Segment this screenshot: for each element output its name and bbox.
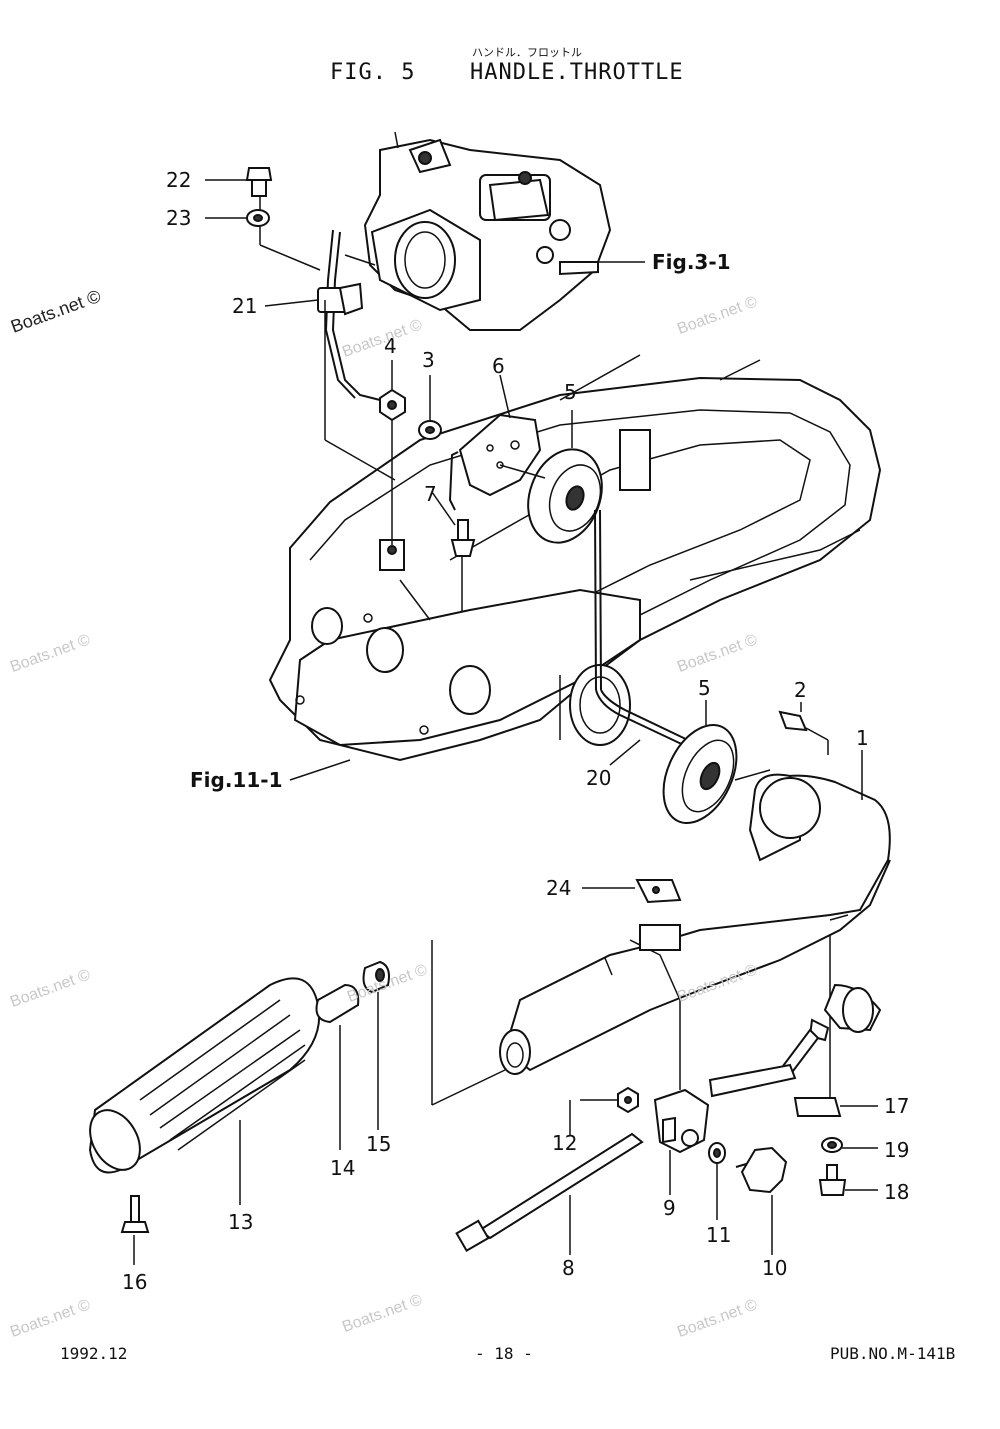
callout-2: 2 [794,678,807,702]
plate-24-drawing [635,879,682,904]
collar-7-drawing [450,519,476,612]
callout-19: 19 [884,1138,910,1162]
callout-22: 22 [166,168,192,192]
callout-3: 3 [422,348,435,372]
throttle-grip-13-drawing [88,977,321,1174]
screw-18-drawing [818,1164,847,1196]
callout-4: 4 [384,334,397,358]
callout-6: 6 [492,354,505,378]
callout-20: 20 [586,766,612,790]
carburetor-drawing [344,131,612,331]
title-japanese: ハンドル．フロットル [472,46,582,59]
ref-fig-3-1: Fig.3-1 [652,250,731,274]
callout-10: 10 [762,1256,788,1280]
callout-24: 24 [546,876,572,900]
footer-publication-number: PUB.NO.M-141B [830,1344,956,1363]
knob-10-drawing [735,1146,788,1194]
callout-18: 18 [884,1180,910,1204]
callout-14: 14 [330,1156,356,1180]
plate-17-drawing [793,1097,842,1117]
callout-17: 17 [884,1094,910,1118]
callout-11: 11 [706,1223,732,1247]
collar-14-drawing [315,983,360,1024]
guide-line-grip [431,1069,506,1106]
cable-20-drawing [595,689,693,749]
figure-number: FIG. 5 [330,60,416,85]
friction-rod-8-drawing [455,1132,644,1253]
screw-2-drawing [778,710,829,755]
throttle-shaft-drawing [708,983,882,1098]
handle-tube-1-drawing [499,773,891,1115]
ref-fig-11-1: Fig.11-1 [190,768,283,792]
callout-15: 15 [366,1132,392,1156]
washer-3-drawing [418,420,442,440]
bushing-15-drawing [362,960,390,994]
callout-13: 13 [228,1210,254,1234]
screw-16-drawing [120,1195,150,1233]
pulley-5-lower-drawing [662,723,771,825]
callout-23: 23 [166,206,192,230]
callout-21: 21 [232,294,258,318]
footer-page-number: - 18 - [475,1344,533,1363]
callout-12: 12 [552,1131,578,1155]
pulley-5-upper-drawing [499,448,603,691]
figure-title: HANDLE.THROTTLE [470,60,684,85]
bottom-cowling-drawing [268,354,882,762]
leader-lines [133,179,878,1265]
bolt-22-drawing [245,167,273,197]
friction-block-9-drawing [653,1088,710,1154]
callout-16: 16 [122,1270,148,1294]
washer-11-drawing [708,1142,726,1164]
callout-5-upper: 5 [564,380,577,404]
callout-9: 9 [663,1196,676,1220]
callout-7: 7 [424,482,437,506]
callout-5-lower: 5 [698,676,711,700]
nut-12-drawing [617,1086,639,1114]
footer-date: 1992.12 [60,1344,128,1363]
cam-plate-6-drawing [448,413,542,511]
callout-8: 8 [562,1256,575,1280]
callout-1: 1 [856,726,869,750]
washer-23-drawing [246,209,270,227]
washer-19-drawing [821,1137,843,1153]
